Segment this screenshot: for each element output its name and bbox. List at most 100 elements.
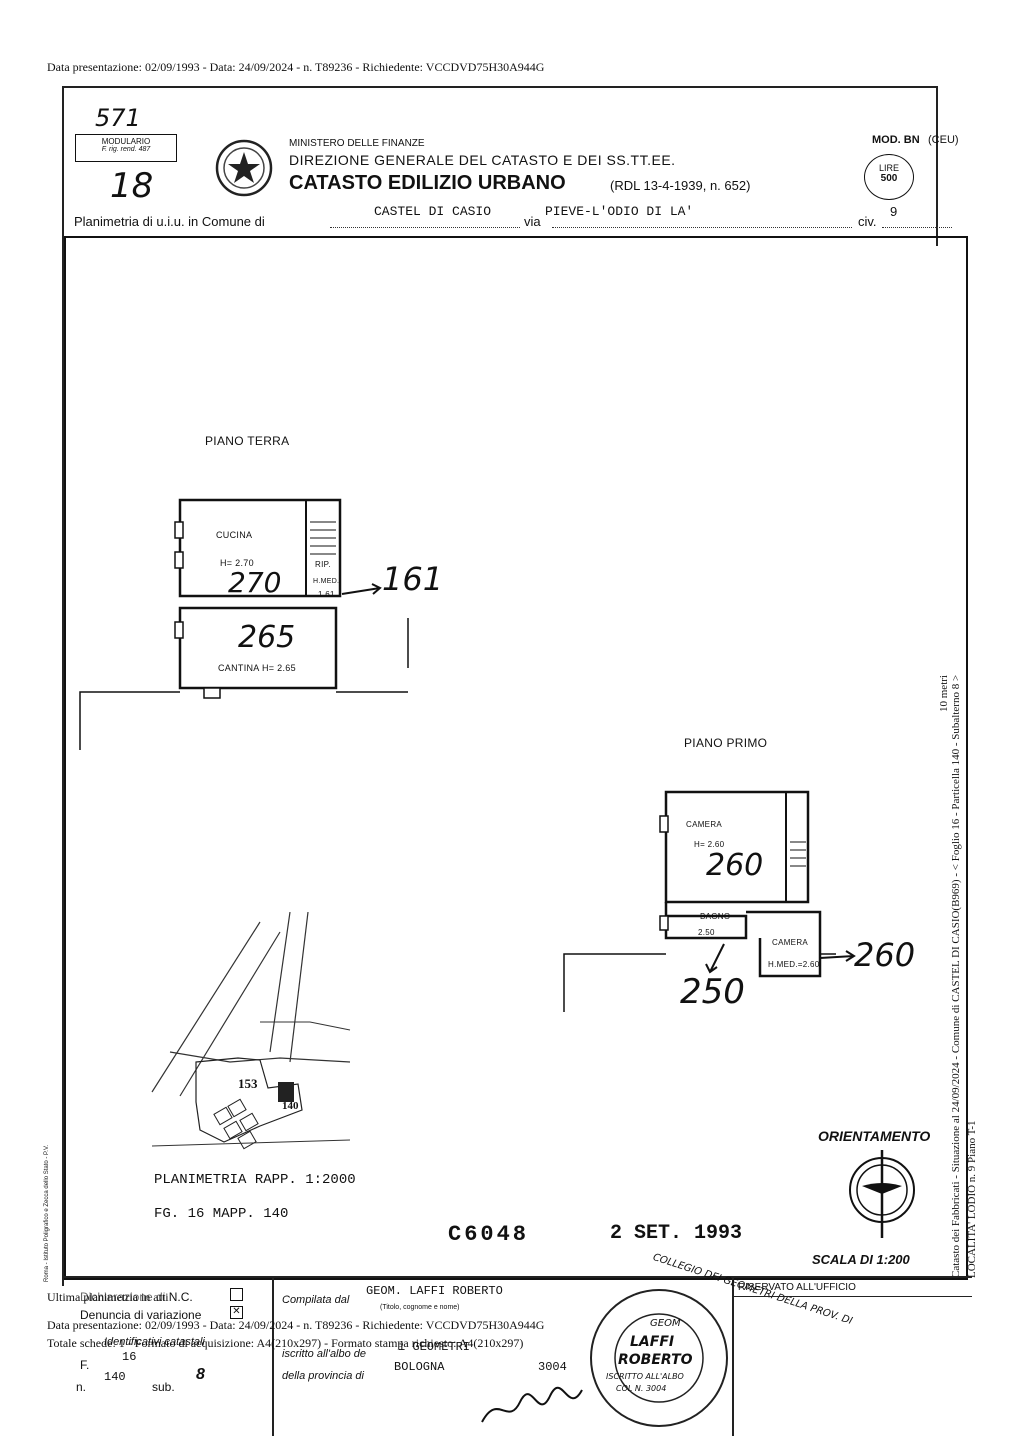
mod-ceu: (CEU) xyxy=(928,134,959,146)
dichiarazione-checkbox[interactable] xyxy=(230,1288,243,1301)
frame-left-line xyxy=(62,86,64,1286)
room-cucina: CUCINA xyxy=(216,530,253,540)
north-arrow-icon xyxy=(849,1150,915,1238)
drawing-frame xyxy=(64,236,968,1280)
totale-schede: Totale schede: 1 - Formato di acquisizio… xyxy=(47,1336,524,1350)
first-floor-drawing xyxy=(563,790,836,1012)
fg-label: F. xyxy=(80,1358,90,1372)
footer-divider-2 xyxy=(732,1276,734,1436)
via-dots xyxy=(552,227,852,228)
n-label: n. xyxy=(76,1380,87,1394)
provincia-label: della provincia di xyxy=(282,1370,364,1382)
civ-dots xyxy=(882,227,952,228)
civ-label: civ. xyxy=(858,214,877,229)
hand-265: 265 xyxy=(238,620,296,655)
hand-270: 270 xyxy=(228,566,282,599)
room-rip-h: H.MED. xyxy=(313,578,340,585)
left-printer-text: Roma - Istituto Poligrafico e Zecca dell… xyxy=(44,1144,50,1282)
comune-value: CASTEL DI CASIO xyxy=(374,204,492,219)
n-value: 140 xyxy=(104,1370,126,1384)
via-label: via xyxy=(524,214,541,229)
hand-250: 250 xyxy=(680,972,745,1012)
frame-right-line xyxy=(936,86,938,246)
mod-code: MOD. BN xyxy=(872,134,920,146)
stamp-iscr: ISCRITTO ALL'ALBO xyxy=(606,1372,684,1381)
room-camera-2-height: H.MED.=2.60 xyxy=(768,960,820,969)
footer-top-line xyxy=(62,1276,972,1278)
ground-floor-drawing xyxy=(79,498,409,750)
civ-value: 9 xyxy=(890,204,898,219)
side-catasto-text: Catasto dei Fabbricati - Situazione al 2… xyxy=(950,674,962,1278)
signature-icon xyxy=(481,1386,583,1423)
titolo-note: (Titolo, cognome e nome) xyxy=(380,1304,460,1311)
hand-260-b: 260 xyxy=(854,936,916,974)
iscritto-label: iscritto all'albo de xyxy=(282,1348,367,1360)
stamp-number: 571 xyxy=(95,104,141,132)
date-stamp: 2 SET. 1993 xyxy=(610,1222,743,1245)
room-cucina-height: H= 2.70 xyxy=(220,558,254,568)
stamp-geom: GEOM xyxy=(650,1318,681,1329)
via-value: PIEVE-L'ODIO DI LA' xyxy=(545,204,694,219)
albo-number: 3004 xyxy=(538,1360,567,1374)
room-cantina: CANTINA xyxy=(218,663,260,673)
footer-presentation-note: Data presentazione: 02/09/1993 - Data: 2… xyxy=(47,1318,545,1332)
arrow-161-icon xyxy=(341,583,382,595)
denuncia-checkbox[interactable]: ✕ xyxy=(230,1306,243,1319)
fg-value: 16 xyxy=(122,1350,137,1364)
location-map xyxy=(151,912,351,1150)
stamp-num: COL N. 3004 xyxy=(616,1384,667,1393)
frame-top-line xyxy=(62,86,937,88)
ultima-planimetria: Ultima planimetria in atti xyxy=(47,1290,169,1305)
room-camera-1-height: H= 2.60 xyxy=(694,840,725,849)
map-parcel-153: 153 xyxy=(238,1076,258,1091)
first-floor-title: PIANO PRIMO xyxy=(684,736,768,750)
hand-260-a: 260 xyxy=(706,848,764,883)
identificativi-label: Identificativi catastali xyxy=(104,1336,205,1348)
map-parcel-140: 140 xyxy=(282,1100,299,1112)
emblem-icon xyxy=(215,139,273,197)
map-scale-note: PLANIMETRIA RAPP. 1:2000 xyxy=(154,1172,356,1188)
arrow-260-icon xyxy=(819,950,856,962)
stamp-name-2: ROBERTO xyxy=(618,1352,693,1368)
dichiarazione-nc: Dichiarazione di N.C. xyxy=(80,1290,193,1304)
provincia-value: BOLOGNA xyxy=(394,1360,445,1374)
metri-text: 10 metri xyxy=(938,675,950,712)
scala-label: SCALA DI 1:200 xyxy=(812,1252,910,1267)
sub-label: sub. xyxy=(152,1380,175,1394)
catasto-title: CATASTO EDILIZIO URBANO xyxy=(289,172,566,194)
lire-label: LIRE xyxy=(878,163,899,173)
comune-dots xyxy=(330,227,520,228)
room-bagno: BAGNO xyxy=(700,912,731,921)
sheet-mark: 18 xyxy=(110,166,154,206)
compilata-label: Compilata dal xyxy=(282,1294,350,1306)
arrow-250-icon xyxy=(705,943,725,974)
modulario-title: MODULARIO xyxy=(101,137,151,146)
room-rip: RIP. xyxy=(315,560,331,569)
presentation-note: Data presentazione: 02/09/1993 - Data: 2… xyxy=(47,60,545,74)
stamp-name-1: LAFFI xyxy=(630,1334,675,1350)
riservato-label: RISERVATO ALL'UFFICIO xyxy=(738,1282,856,1293)
ground-floor-title: PIANO TERRA xyxy=(205,434,290,448)
room-camera-2: CAMERA xyxy=(772,938,809,947)
denuncia-variazione: Denuncia di variazione xyxy=(80,1308,202,1322)
room-rip-h-val: 1.61 xyxy=(318,590,335,599)
lire-stamp: LIRE 500 xyxy=(864,154,914,200)
lire-value: 500 xyxy=(880,173,898,184)
planimetria-prefix: Planimetria di u.i.u. in Comune di xyxy=(74,214,265,229)
orientamento-label: ORIENTAMENTO xyxy=(818,1128,931,1144)
compilata-value: GEOM. LAFFI ROBERTO xyxy=(366,1284,503,1298)
side-localita-text: LOCALITA' LODIO n. 9 Piano T-1 xyxy=(966,1120,978,1278)
iscritto-value: i GEOMETRI xyxy=(398,1340,471,1354)
room-cantina-height: H= 2.65 xyxy=(262,663,296,673)
sub-value: 8 xyxy=(196,1366,205,1383)
room-camera-1: CAMERA xyxy=(686,820,723,829)
footer-divider-1 xyxy=(272,1276,274,1436)
modulario-box: MODULARIO F. rig. rend. 487 xyxy=(75,134,177,162)
room-bagno-height: 2.50 xyxy=(698,928,715,937)
riservato-underline xyxy=(732,1296,972,1297)
protocol-number: C6048 xyxy=(448,1222,530,1247)
map-fg-note: FG. 16 MAPP. 140 xyxy=(154,1206,289,1222)
hand-161: 161 xyxy=(382,560,444,598)
modulario-sub: F. rig. rend. 487 xyxy=(101,146,151,153)
direction-text: DIREZIONE GENERALE DEL CATASTO E DEI SS.… xyxy=(289,152,676,168)
